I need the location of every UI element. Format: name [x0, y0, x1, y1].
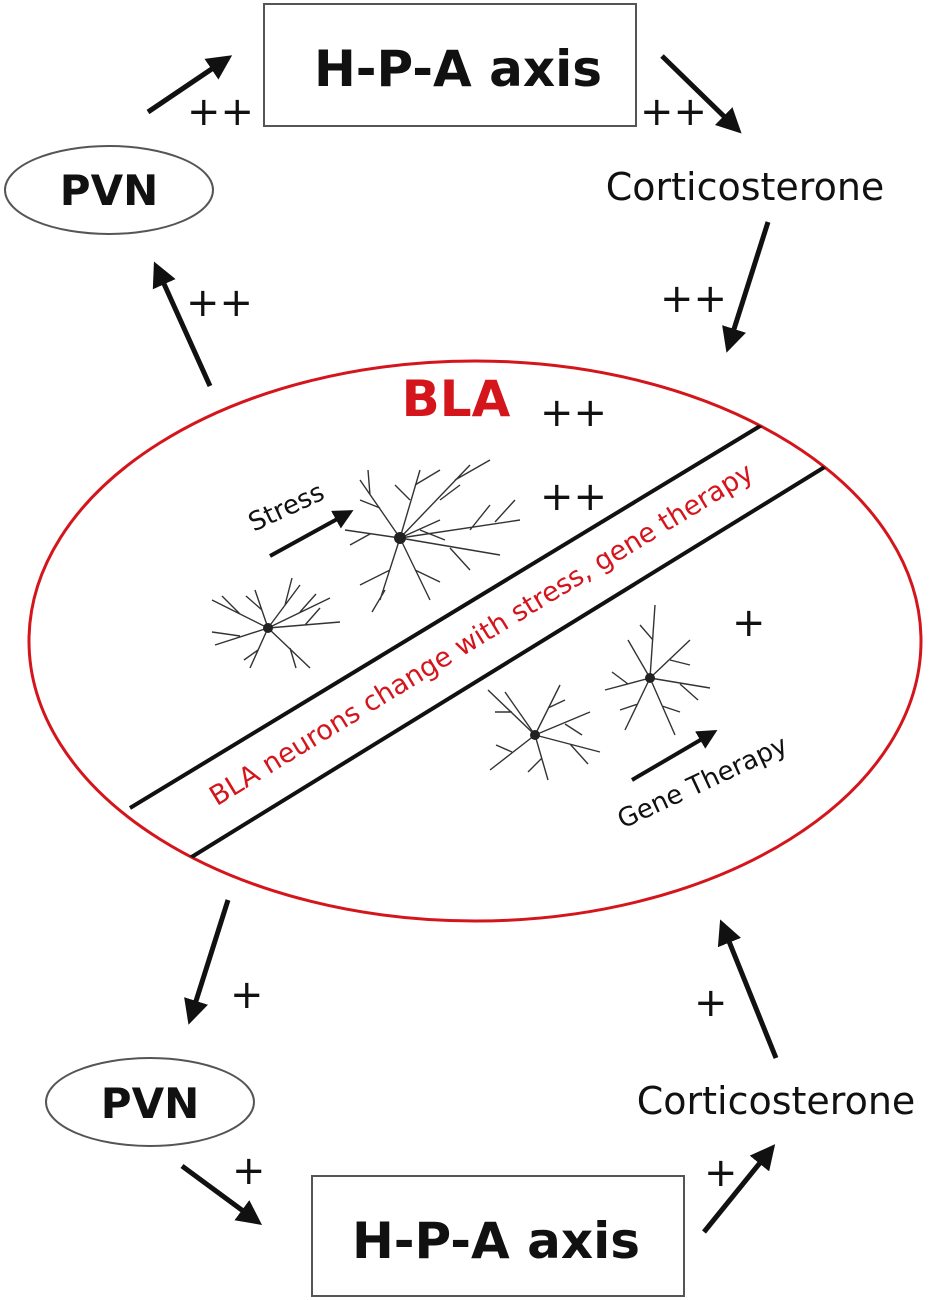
- arrow-top-hpa-to-corticosterone: [660, 54, 742, 134]
- neuron-small-before-stress: [211, 577, 341, 669]
- arrow-bottom-hpa-to-corticosterone: [702, 1144, 776, 1234]
- bottom-pvn-label: PVN: [101, 1079, 199, 1128]
- bla-ellipse: [27, 359, 923, 923]
- arrow-top-corticosterone-to-bla: [722, 221, 771, 353]
- bottom-hpa-box: [311, 1175, 685, 1297]
- top-pvn-label: PVN: [60, 166, 158, 215]
- neuron-after-gene-therapy: [604, 604, 711, 736]
- sign-bottom-cort-bla: +: [694, 980, 728, 1026]
- sign-top-bla-pvn: ++: [186, 280, 253, 326]
- sign-stress-2: ++: [540, 474, 607, 520]
- bottom-corticosterone-label: Corticosterone: [637, 1079, 916, 1123]
- arrow-top-bla-to-pvn: [152, 261, 213, 388]
- bottom-hpa-label: H-P-A axis: [352, 1212, 640, 1270]
- top-corticosterone-label: Corticosterone: [606, 165, 885, 209]
- sign-bottom-pvn-hpa: +: [232, 1148, 266, 1194]
- sign-top-hpa-cort: ++: [640, 89, 707, 135]
- sign-bottom-bla-pvn: +: [230, 972, 264, 1018]
- bottom-pvn-ellipse: [45, 1057, 255, 1147]
- neuron-before-gene-therapy: [487, 684, 601, 781]
- sign-bottom-hpa-cort: +: [704, 1150, 738, 1196]
- sign-stress-1: ++: [540, 390, 607, 436]
- sign-top-cort-bla: ++: [660, 276, 727, 322]
- band-line-lower: [188, 458, 838, 860]
- top-pvn-ellipse: [4, 145, 214, 235]
- arrow-bottom-pvn-to-hpa: [180, 1163, 263, 1225]
- arrow-bottom-corticosterone-to-bla: [717, 919, 779, 1059]
- top-hpa-box: [263, 3, 637, 127]
- band-line-upper: [128, 418, 772, 810]
- bla-title: BLA: [402, 370, 511, 428]
- gene-therapy-arrow: [630, 729, 718, 782]
- top-hpa-label: H-P-A axis: [314, 40, 602, 98]
- neuron-large-after-stress: [344, 459, 521, 613]
- sign-gene: +: [732, 600, 766, 646]
- arrow-top-pvn-to-hpa: [146, 55, 233, 115]
- arrow-bottom-bla-to-pvn: [184, 899, 231, 1025]
- stress-arrow: [269, 510, 354, 558]
- sign-top-pvn-hpa: ++: [187, 89, 254, 135]
